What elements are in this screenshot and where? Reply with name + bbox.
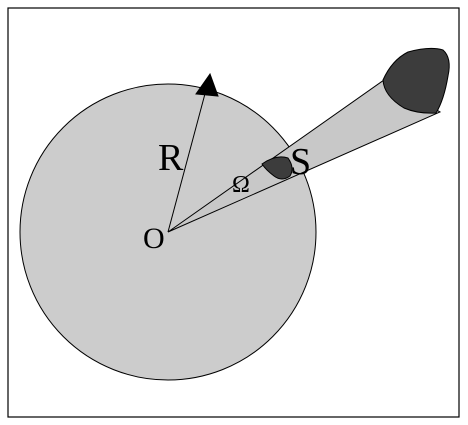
radius-line bbox=[167, 89, 207, 233]
label-radius: R bbox=[158, 137, 184, 179]
label-surface: S bbox=[290, 141, 311, 183]
label-solid-angle: Ω bbox=[232, 172, 250, 198]
surface-patch-large bbox=[382, 47, 450, 114]
label-origin: O bbox=[143, 222, 165, 255]
surface-patch-small bbox=[261, 156, 293, 180]
radius-arrowhead bbox=[195, 72, 219, 97]
